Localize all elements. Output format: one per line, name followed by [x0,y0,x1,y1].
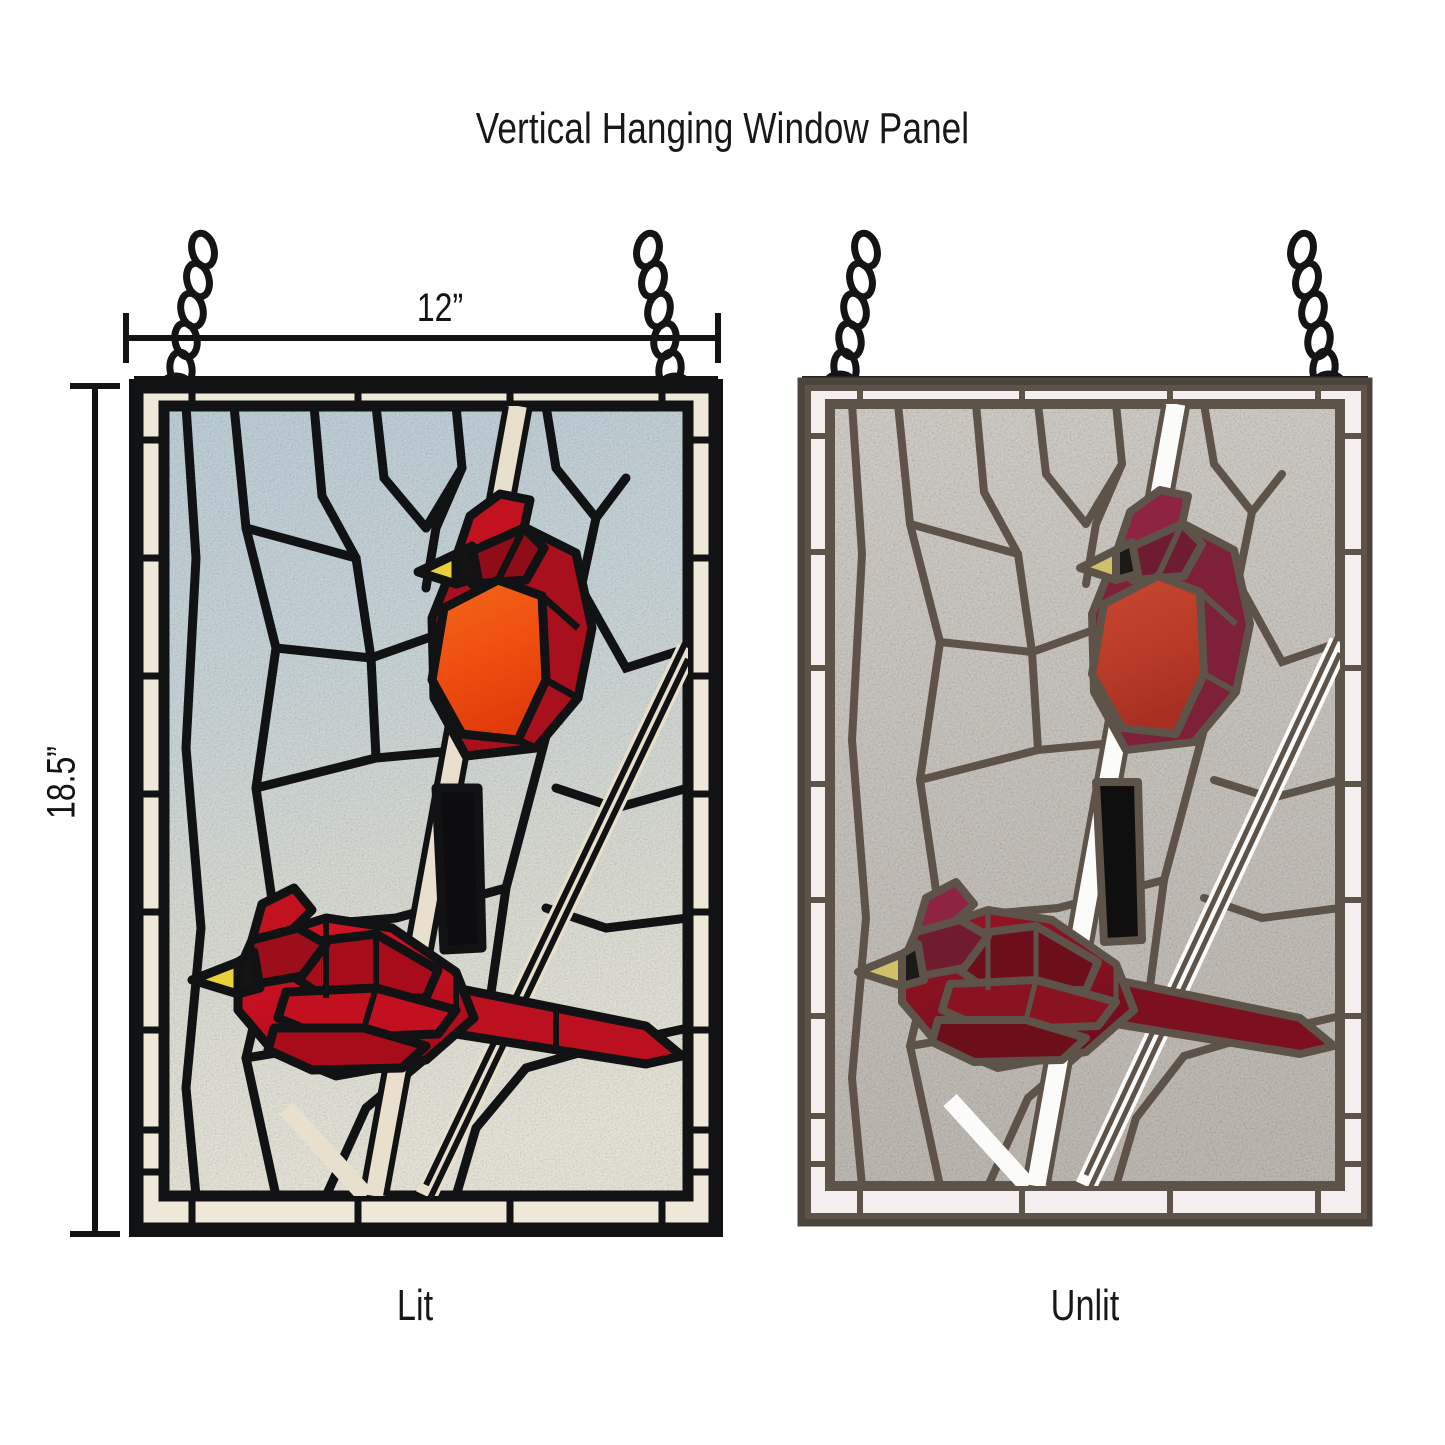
panel-unlit[interactable] [794,228,1376,1230]
panel-lit[interactable] [126,228,726,1240]
caption-lit: Lit [396,1281,434,1330]
cardinal-upper-tail [1092,778,1146,946]
cardinal-upper [413,489,597,955]
chain-right [1287,229,1339,389]
cardinal-lower-face-mask [898,940,928,990]
cardinal-upper-breast [1088,572,1208,738]
cardinal-upper [1076,486,1254,946]
width-dimension-label: 12” [416,286,464,330]
chain-right [633,229,685,390]
chain-left [830,229,881,389]
cardinal-upper-breast [427,575,551,745]
height-dimension-label: 18.5” [39,746,84,819]
chain-left [166,229,218,390]
cardinal-upper-face-mask [1112,538,1142,584]
cardinal-lower [187,883,687,1081]
page-title: Vertical Hanging Window Panel [475,104,970,153]
cardinal-lower-face-mask [233,947,265,999]
cardinal-upper-tail [431,783,487,955]
cardinal-upper-face-mask [451,541,483,589]
caption-unlit: Unlit [1050,1281,1120,1330]
cardinal-lower [854,878,1338,1072]
